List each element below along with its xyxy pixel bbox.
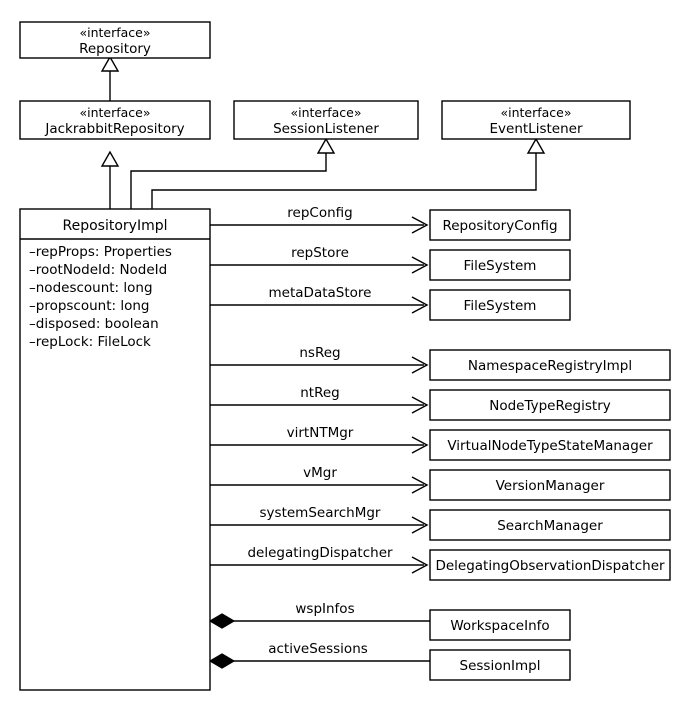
generalization-repositoryimpl-to-jackrabbitrepository xyxy=(100,150,120,209)
class-box-namespaceregistryimpl[interactable]: NamespaceRegistryImpl xyxy=(429,349,671,381)
association-label-virtntmgr: virtNTMgr xyxy=(287,425,354,441)
class-box-nodetyperegistry[interactable]: NodeTypeRegistry xyxy=(429,389,671,421)
class-attribute-replock: –repLock: FileLock xyxy=(29,334,151,350)
class-title-repositoryconfig: RepositoryConfig xyxy=(442,218,557,234)
association-label-nsreg: nsReg xyxy=(299,345,340,361)
class-title-nodetyperegistry: NodeTypeRegistry xyxy=(489,398,611,414)
class-box-delegatingobservationdispatcher[interactable]: DelegatingObservationDispatcher xyxy=(429,549,671,581)
class-box-virtualnodetypestatemanager[interactable]: VirtualNodeTypeStateManager xyxy=(429,429,671,461)
association-line-repconfig xyxy=(210,216,429,234)
class-title-namespaceregistryimpl: NamespaceRegistryImpl xyxy=(468,358,632,374)
class-title-filesystem-repstore: FileSystem xyxy=(464,258,537,274)
class-attribute-propscount: –propscount: long xyxy=(29,298,150,314)
class-title-sessionimpl: SessionImpl xyxy=(460,658,541,674)
class-attribute-rootnodeid: –rootNodeId: NodeId xyxy=(29,262,167,278)
association-label-activesessions: activeSessions xyxy=(268,641,368,657)
association-line-delegatingdispatcher xyxy=(210,556,429,574)
class-box-workspaceinfo[interactable]: WorkspaceInfo xyxy=(429,609,571,641)
association-line-metadatastore xyxy=(210,296,429,314)
association-label-repconfig: repConfig xyxy=(287,205,352,221)
class-box-searchmanager[interactable]: SearchManager xyxy=(429,509,671,541)
class-title-filesystem-metadatastore: FileSystem xyxy=(464,298,537,314)
interface-name-jackrabbitrepository: JackrabbitRepository xyxy=(44,121,184,137)
class-box-filesystem-metadatastore[interactable]: FileSystem xyxy=(429,289,571,321)
interface-name-sessionlistener: SessionListener xyxy=(273,121,379,137)
interface-stereotype-eventlistener: «interface» xyxy=(500,105,571,120)
class-box-repositoryconfig[interactable]: RepositoryConfig xyxy=(429,209,571,241)
generalization-repositoryimpl-to-sessionlistener xyxy=(130,137,336,209)
interface-name-repository: Repository xyxy=(79,41,151,57)
generalization-jackrabbit-to-repository xyxy=(100,55,120,101)
class-box-filesystem-repstore[interactable]: FileSystem xyxy=(429,249,571,281)
association-line-ntreg xyxy=(210,396,429,414)
association-label-wspinfos: wspInfos xyxy=(295,601,354,617)
class-title-virtualnodetypestatemanager: VirtualNodeTypeStateManager xyxy=(447,438,653,454)
association-line-virtntmgr xyxy=(210,436,429,454)
class-attribute-nodescount: –nodescount: long xyxy=(29,280,153,296)
interface-stereotype-repository: «interface» xyxy=(79,25,150,40)
association-line-nsreg xyxy=(210,356,429,374)
interface-box-repository[interactable]: «interface» Repository xyxy=(19,21,211,59)
association-label-ntreg: ntReg xyxy=(300,385,340,401)
class-attribute-repprops: –repProps: Properties xyxy=(29,244,172,260)
class-attribute-disposed: –disposed: boolean xyxy=(29,316,159,332)
composition-line-wspinfos xyxy=(208,613,430,629)
composition-line-activesessions xyxy=(208,653,430,669)
interface-stereotype-jackrabbitrepository: «interface» xyxy=(79,105,150,120)
association-line-vmgr xyxy=(210,476,429,494)
interface-box-eventlistener[interactable]: «interface» EventListener xyxy=(441,100,631,140)
generalization-repositoryimpl-to-eventlistener xyxy=(151,137,546,209)
class-box-repositoryimpl[interactable]: RepositoryImpl –repProps: Properties –ro… xyxy=(19,208,211,691)
class-box-versionmanager[interactable]: VersionManager xyxy=(429,469,671,501)
class-title-delegatingobservationdispatcher: DelegatingObservationDispatcher xyxy=(435,558,665,574)
association-line-repstore xyxy=(210,256,429,274)
interface-box-jackrabbitrepository[interactable]: «interface» JackrabbitRepository xyxy=(19,100,211,140)
interface-stereotype-sessionlistener: «interface» xyxy=(290,105,361,120)
class-title-searchmanager: SearchManager xyxy=(497,518,603,534)
association-label-systemsearchmgr: systemSearchMgr xyxy=(260,505,381,521)
association-line-systemsearchmgr xyxy=(210,516,429,534)
interface-name-eventlistener: EventListener xyxy=(490,121,583,137)
class-box-sessionimpl[interactable]: SessionImpl xyxy=(429,649,571,681)
class-title-versionmanager: VersionManager xyxy=(496,478,605,494)
class-title-workspaceinfo: WorkspaceInfo xyxy=(450,618,549,634)
association-label-metadatastore: metaDataStore xyxy=(269,285,372,301)
class-title-repositoryimpl: RepositoryImpl xyxy=(63,218,168,234)
association-label-vmgr: vMgr xyxy=(303,465,337,481)
association-label-delegatingdispatcher: delegatingDispatcher xyxy=(247,545,393,561)
association-label-repstore: repStore xyxy=(291,245,349,261)
interface-box-sessionlistener[interactable]: «interface» SessionListener xyxy=(233,100,419,140)
